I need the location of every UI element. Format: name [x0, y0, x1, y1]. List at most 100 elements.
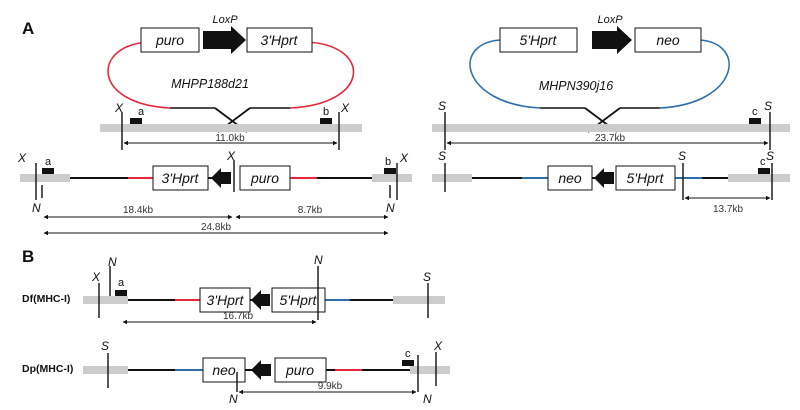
vector-right-loop-left: [469, 39, 541, 109]
neo-box: [202, 357, 246, 383]
hprt3-label: 3'Hprt: [207, 292, 245, 308]
loxp-label: LoxP: [212, 14, 238, 26]
distance-df: 16.7kb: [223, 311, 253, 322]
vector-left: puro LoxP 3'Hprt MHPP188d21: [107, 14, 355, 109]
s-site-label: S: [438, 99, 446, 113]
puro-box: [274, 357, 327, 383]
chromosome-bar: [410, 366, 450, 374]
probe-c-label: c: [760, 156, 766, 168]
neo-label: neo: [212, 362, 236, 378]
chromosome-bar: [100, 124, 362, 132]
probe-a: [42, 168, 54, 174]
probe-a-label: a: [118, 277, 125, 289]
panel-label-b: B: [22, 247, 34, 266]
distance-left-n2: 8.7kb: [298, 205, 323, 216]
hprt3-box: [152, 165, 209, 191]
chromosome-bar: [372, 174, 412, 182]
x-site-label: X: [91, 270, 101, 284]
chromosome-bar: [432, 124, 790, 132]
hprt5-box: [271, 287, 326, 313]
dp-allele: Dp(MHC-I) neo puro S N c N X 9.9kb: [22, 339, 450, 406]
hprt3-label: 3'Hprt: [162, 170, 200, 186]
chromosome-bar: [432, 174, 472, 182]
loxp-arrow: [592, 26, 632, 54]
distance-left-target: 11.0kb: [215, 133, 245, 144]
probe-b-label: b: [385, 156, 391, 168]
target-locus-left: X X a b 11.0kb: [100, 101, 362, 150]
n-site-label: N: [423, 392, 432, 406]
s-site-label: S: [438, 149, 446, 163]
neo-label: neo: [558, 170, 582, 186]
panel-label-a: A: [22, 19, 34, 38]
s-site-label: S: [764, 99, 772, 113]
row-label-df: Df(MHC-I): [22, 293, 70, 305]
probe-b: [320, 118, 332, 124]
n-site-label: N: [108, 255, 117, 269]
n-site-label: N: [32, 201, 41, 215]
puro-label: puro: [155, 32, 184, 48]
x-site-label: X: [114, 101, 124, 115]
row-label-dp: Dp(MHC-I): [22, 363, 73, 375]
probe-a-label: a: [138, 106, 145, 118]
hprt5-label: 5'Hprt: [627, 170, 665, 186]
hprt5-label: 5'Hprt: [280, 292, 318, 308]
x-site-label: X: [340, 101, 350, 115]
recombined-allele-right: neo 5'Hprt S S S c 13.7kb: [432, 149, 790, 215]
distance-right-target: 23.7kb: [595, 133, 625, 144]
loxp-arrow: [251, 360, 271, 380]
probe-a: [115, 290, 127, 296]
hprt3-label: 3'Hprt: [261, 32, 299, 48]
x-site-label: X: [399, 151, 409, 165]
probe-b: [384, 168, 396, 174]
n-site-label: N: [314, 253, 323, 267]
puro-label: puro: [250, 170, 279, 186]
x-site-label: X: [433, 339, 443, 353]
target-locus-right: S S c 23.7kb: [432, 99, 790, 150]
s-site-label: S: [678, 149, 686, 163]
loxp-arrow: [251, 290, 270, 310]
n-site-label: N: [386, 201, 395, 215]
puro-label: puro: [285, 362, 314, 378]
probe-c-label: c: [752, 106, 758, 118]
bac-name-right: MHPN390j16: [539, 79, 613, 93]
chromosome-bar: [83, 296, 128, 304]
neo-label: neo: [656, 32, 680, 48]
probe-c: [402, 360, 414, 366]
hprt5-box: [499, 27, 578, 53]
distance-right-recomb: 13.7kb: [713, 204, 743, 215]
probe-a: [130, 118, 142, 124]
chromosome-bar: [393, 296, 445, 304]
probe-c: [749, 118, 761, 124]
probe-b-label: b: [323, 106, 329, 118]
vector-right-loop-right: [659, 39, 730, 109]
puro-box: [239, 165, 291, 191]
x-site-label: X: [17, 151, 27, 165]
s-site-label: S: [423, 270, 431, 284]
x-site-label: X: [226, 149, 236, 163]
chromosome-bar: [83, 366, 128, 374]
s-site-label: S: [101, 339, 109, 353]
df-allele: Df(MHC-I) 3'Hprt 5'Hprt X N a N S 16.7kb: [22, 253, 445, 325]
bac-name-left: MHPP188d21: [171, 77, 249, 91]
distance-left-total: 24.8kb: [201, 222, 231, 233]
chromosome-bar: [20, 174, 70, 182]
recombined-allele-left: 3'Hprt puro X X X a b N N 18.4kb 8.7kb 2…: [17, 149, 412, 236]
distance-left-n1: 18.4kb: [123, 205, 153, 216]
s-site-label: S: [766, 149, 774, 163]
distance-dp: 9.9kb: [318, 381, 343, 392]
chromosome-bar: [728, 174, 790, 182]
probe-a-label: a: [45, 156, 52, 168]
neo-box: [547, 165, 593, 191]
neo-box: [634, 27, 702, 53]
n-site-label: N: [229, 392, 238, 406]
loxp-arrow: [594, 168, 614, 188]
loxp-arrow: [211, 168, 231, 188]
puro-box: [140, 27, 200, 53]
hprt3-box: [246, 27, 313, 53]
probe-c: [758, 168, 770, 174]
vector-left-loop-right: [289, 41, 355, 109]
hprt5-box: [615, 165, 676, 191]
loxp-arrow: [203, 26, 246, 54]
loxp-label: LoxP: [597, 14, 623, 26]
